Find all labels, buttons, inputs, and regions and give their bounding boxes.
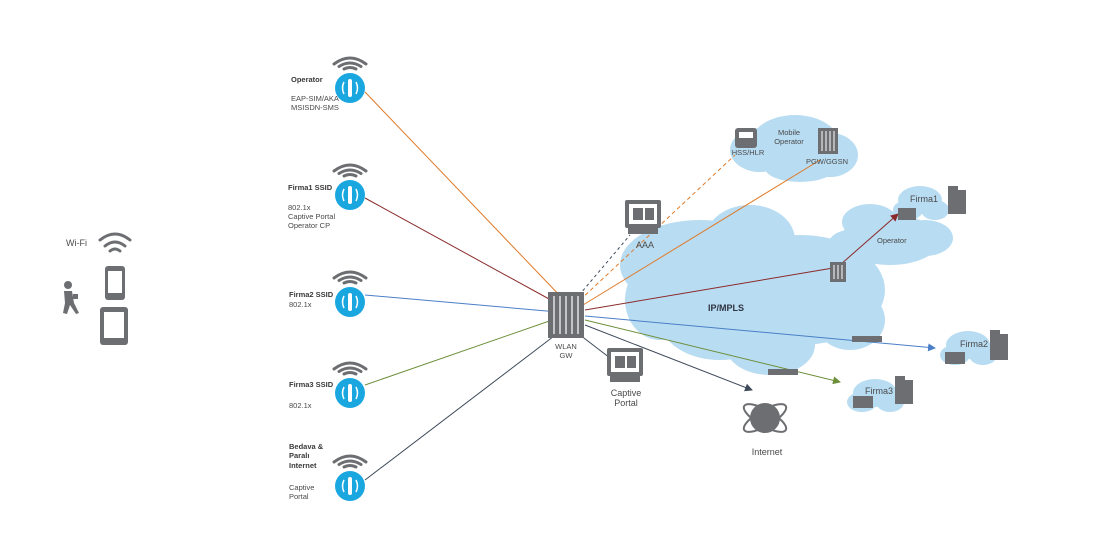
access-point-icon-firma2 — [335, 287, 365, 317]
ssid-firma1-detail-3: Operator CP — [288, 221, 331, 230]
internet-globe-icon — [742, 403, 788, 433]
captive-portal-label-2: Portal — [614, 398, 638, 408]
pgw-ggsn-icon — [818, 128, 838, 154]
ssid-internet-title-3: Internet — [289, 461, 317, 470]
ssid-firma3-detail-1: 802.1x — [289, 401, 312, 410]
ssid-operator-detail-1: EAP-SIM/AKA — [291, 94, 339, 103]
hss-hlr-icon — [735, 128, 757, 148]
ssid-operator-title: Operator — [291, 75, 323, 84]
ssid-firma2-detail-1: 802.1x — [289, 300, 312, 309]
ssid-firma3-title: Firma3 SSID — [289, 380, 334, 389]
link-to-firma2 — [584, 315, 936, 352]
link-aaa — [574, 234, 631, 301]
ssid-internet-title-1: Bedava & — [289, 442, 324, 451]
ap-wifi-icon-firma2 — [332, 270, 368, 285]
hss-hlr-label: HSS/HLR — [731, 148, 765, 157]
link-pgw — [582, 159, 821, 306]
ap-wifi-icon-operator — [332, 56, 368, 71]
ssid-operator-detail-2: MSISDN-SMS — [291, 103, 339, 112]
firma3-label: Firma3 — [865, 386, 894, 396]
ssid-firma1-detail-2: Captive Portal — [288, 212, 336, 221]
captive-portal-label-1: Captive — [610, 388, 642, 398]
mobile-operator-label-1: Mobile — [777, 128, 801, 137]
link-to-internet — [584, 324, 753, 392]
person-icon — [63, 281, 79, 314]
firm3-building-icon — [853, 376, 913, 408]
aaa-server-icon — [625, 200, 661, 234]
tablet-icon — [100, 307, 128, 345]
link-captive — [579, 334, 611, 359]
ssid-firma1-title: Firma1 SSID — [288, 183, 333, 192]
link-operator-router — [584, 267, 834, 311]
link-operator — [364, 91, 565, 301]
phone-icon — [105, 266, 125, 300]
operator-router-icon — [830, 262, 846, 282]
captive-portal-icon — [607, 348, 643, 382]
mobile-operator-label-2: Operator — [774, 137, 804, 146]
ssid-firma2-title: Firma2 SSID — [289, 290, 334, 299]
link-firma3 — [364, 317, 559, 386]
link-firma1 — [364, 197, 561, 306]
firm1-building-icon — [898, 186, 966, 220]
wlan-gateway-icon — [548, 292, 584, 338]
ap-wifi-icon-internet — [332, 454, 368, 469]
ssid-internet-title-2: Paralı — [289, 451, 310, 460]
aaa-label: AAA — [635, 240, 655, 250]
firm2-building-icon — [945, 330, 1008, 364]
ap-wifi-icon-firma3 — [332, 361, 368, 376]
link-internet — [364, 329, 563, 481]
internet-label: Internet — [751, 447, 783, 457]
operator-cloud — [828, 204, 953, 265]
pgw-ggsn-label: PGW/GGSN — [805, 157, 849, 166]
gateway-label-1: WLAN — [555, 342, 577, 351]
access-point-icon-internet — [335, 471, 365, 501]
access-point-icon-operator — [335, 73, 365, 103]
firma1-label: Firma1 — [910, 194, 939, 204]
link-to-firma1 — [839, 213, 899, 266]
operator-cloud-label: Operator — [877, 236, 907, 245]
access-point-icon-firma1 — [335, 180, 365, 210]
ssid-firma1-detail-1: 802.1x — [288, 203, 311, 212]
access-point-icon-firma3 — [335, 378, 365, 408]
wifi-icon — [98, 232, 132, 253]
firma2-label: Firma2 — [960, 339, 989, 349]
pe-router-icon — [768, 336, 882, 375]
gateway-label-2: GW — [559, 351, 573, 360]
ipmpls-label: IP/MPLS — [708, 303, 745, 313]
link-firma2 — [364, 294, 559, 313]
ap-wifi-icon-firma1 — [332, 163, 368, 178]
ssid-internet-detail-2: Portal — [289, 492, 309, 501]
ssid-internet-detail-1: Captive — [289, 483, 315, 492]
wifi-label: Wi-Fi — [66, 238, 87, 248]
